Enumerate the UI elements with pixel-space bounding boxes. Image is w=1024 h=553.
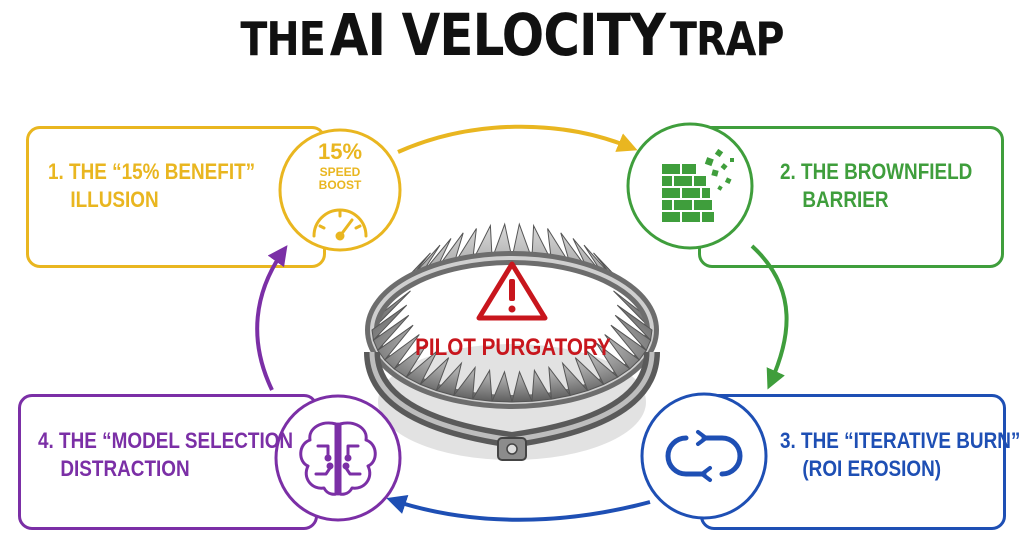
step-4-label: 4. THE “MODEL SELECTION DISTRACTION	[38, 428, 294, 481]
speedometer-icon	[312, 208, 368, 241]
page-title: THE AI VELOCITY TRAP	[240, 1, 784, 69]
center-label: PILOT PURGATORY	[415, 334, 611, 361]
arrow-2-to-3	[750, 244, 789, 390]
step-3-icon-circle	[640, 392, 768, 520]
warning-triangle-icon	[476, 261, 548, 321]
speed-boost-label: SPEED BOOST	[318, 165, 362, 192]
arrow-4-to-1	[255, 245, 288, 391]
crumbling-brick-wall-icon	[662, 148, 734, 222]
arrow-1-to-2	[397, 124, 638, 154]
step-4-card	[18, 394, 318, 530]
cycle-arrows-icon	[665, 430, 743, 482]
bear-trap-illustration	[364, 222, 660, 461]
step-2-label: 2. THE BROWNFIELD BARRIER	[780, 159, 973, 212]
step-1-label: 1. THE “15% BENEFIT” ILLUSION	[48, 159, 256, 212]
arrow-3-to-4	[386, 494, 651, 522]
step-1-icon-circle	[278, 128, 402, 252]
step-3-label: 3. THE “ITERATIVE BURN” (ROI EROSION)	[780, 428, 1021, 481]
brain-circuit-icon	[299, 421, 377, 496]
speed-boost-percent: 15%	[317, 139, 363, 164]
